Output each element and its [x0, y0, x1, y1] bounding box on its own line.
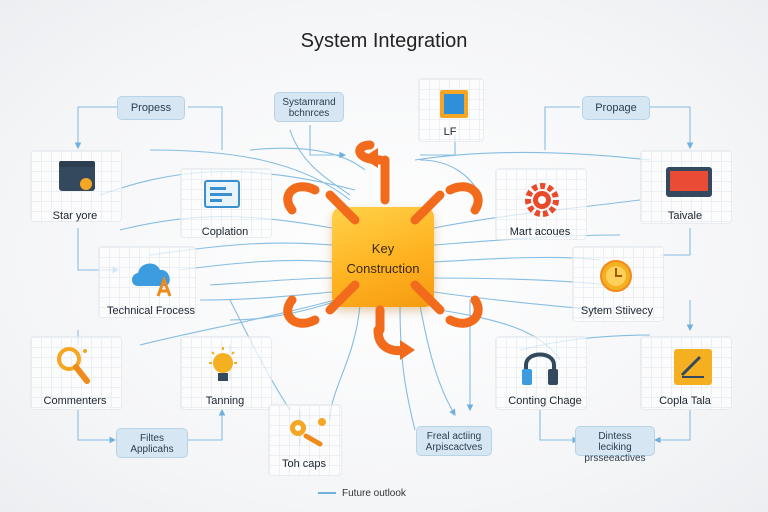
label-coplation: Coplation [201, 226, 249, 238]
label-conting-chage: Conting Chage [508, 395, 582, 407]
label-mart-acoues: Mart acoues [509, 226, 571, 238]
tile-background [30, 336, 122, 410]
node-propess: Propess [117, 96, 185, 120]
clock-sun-icon [600, 260, 632, 292]
pencil-pad-icon [674, 349, 712, 385]
tile-background [495, 168, 587, 240]
node-systemand: Systamrand bchnrces [274, 92, 344, 122]
label-copla-tala: Copla Tala [659, 395, 711, 407]
chip-icon [440, 90, 468, 118]
label-taivale: Taivale [667, 210, 703, 222]
gear-icon [525, 183, 559, 217]
legend-label: Future outlook [342, 488, 406, 499]
diagram-title: System Integration [300, 30, 468, 52]
magnifier-icon [57, 347, 90, 384]
tile-background [495, 336, 587, 410]
label-lf: LF [443, 126, 457, 138]
cloud-upload-icon [132, 263, 172, 297]
legend-line-swatch [318, 492, 336, 495]
lightbulb-icon [209, 347, 237, 381]
node-propage: Propage [582, 96, 650, 120]
label-star-yore: Star yore [52, 210, 98, 222]
label-technical-frocess: Technical Frocess [106, 305, 196, 317]
headset-icon [522, 352, 558, 385]
node-dintess: Dintess leciking prsseeactives [575, 426, 655, 464]
node-filtes: Filtes Applicahs [116, 428, 188, 458]
node-freal: Freal actiing Arpiscactves [416, 426, 492, 456]
hub-line1: Key [371, 241, 395, 256]
label-system-stivecy: Sytem Stiivecy [580, 305, 654, 317]
monitor-icon [666, 167, 712, 197]
legend: Future outlook [318, 488, 406, 499]
browser-window-icon [59, 161, 95, 191]
orange-arrow-ring [283, 140, 483, 360]
document-screen-icon [204, 180, 240, 208]
label-tch-caps: Toh caps [281, 458, 327, 470]
hub-line2: Construction [346, 261, 420, 276]
tile-background [268, 404, 342, 476]
label-tanning: Tanning [205, 395, 245, 407]
gear-wrench-icon [290, 418, 326, 447]
label-commenters: Commenters [43, 395, 107, 407]
